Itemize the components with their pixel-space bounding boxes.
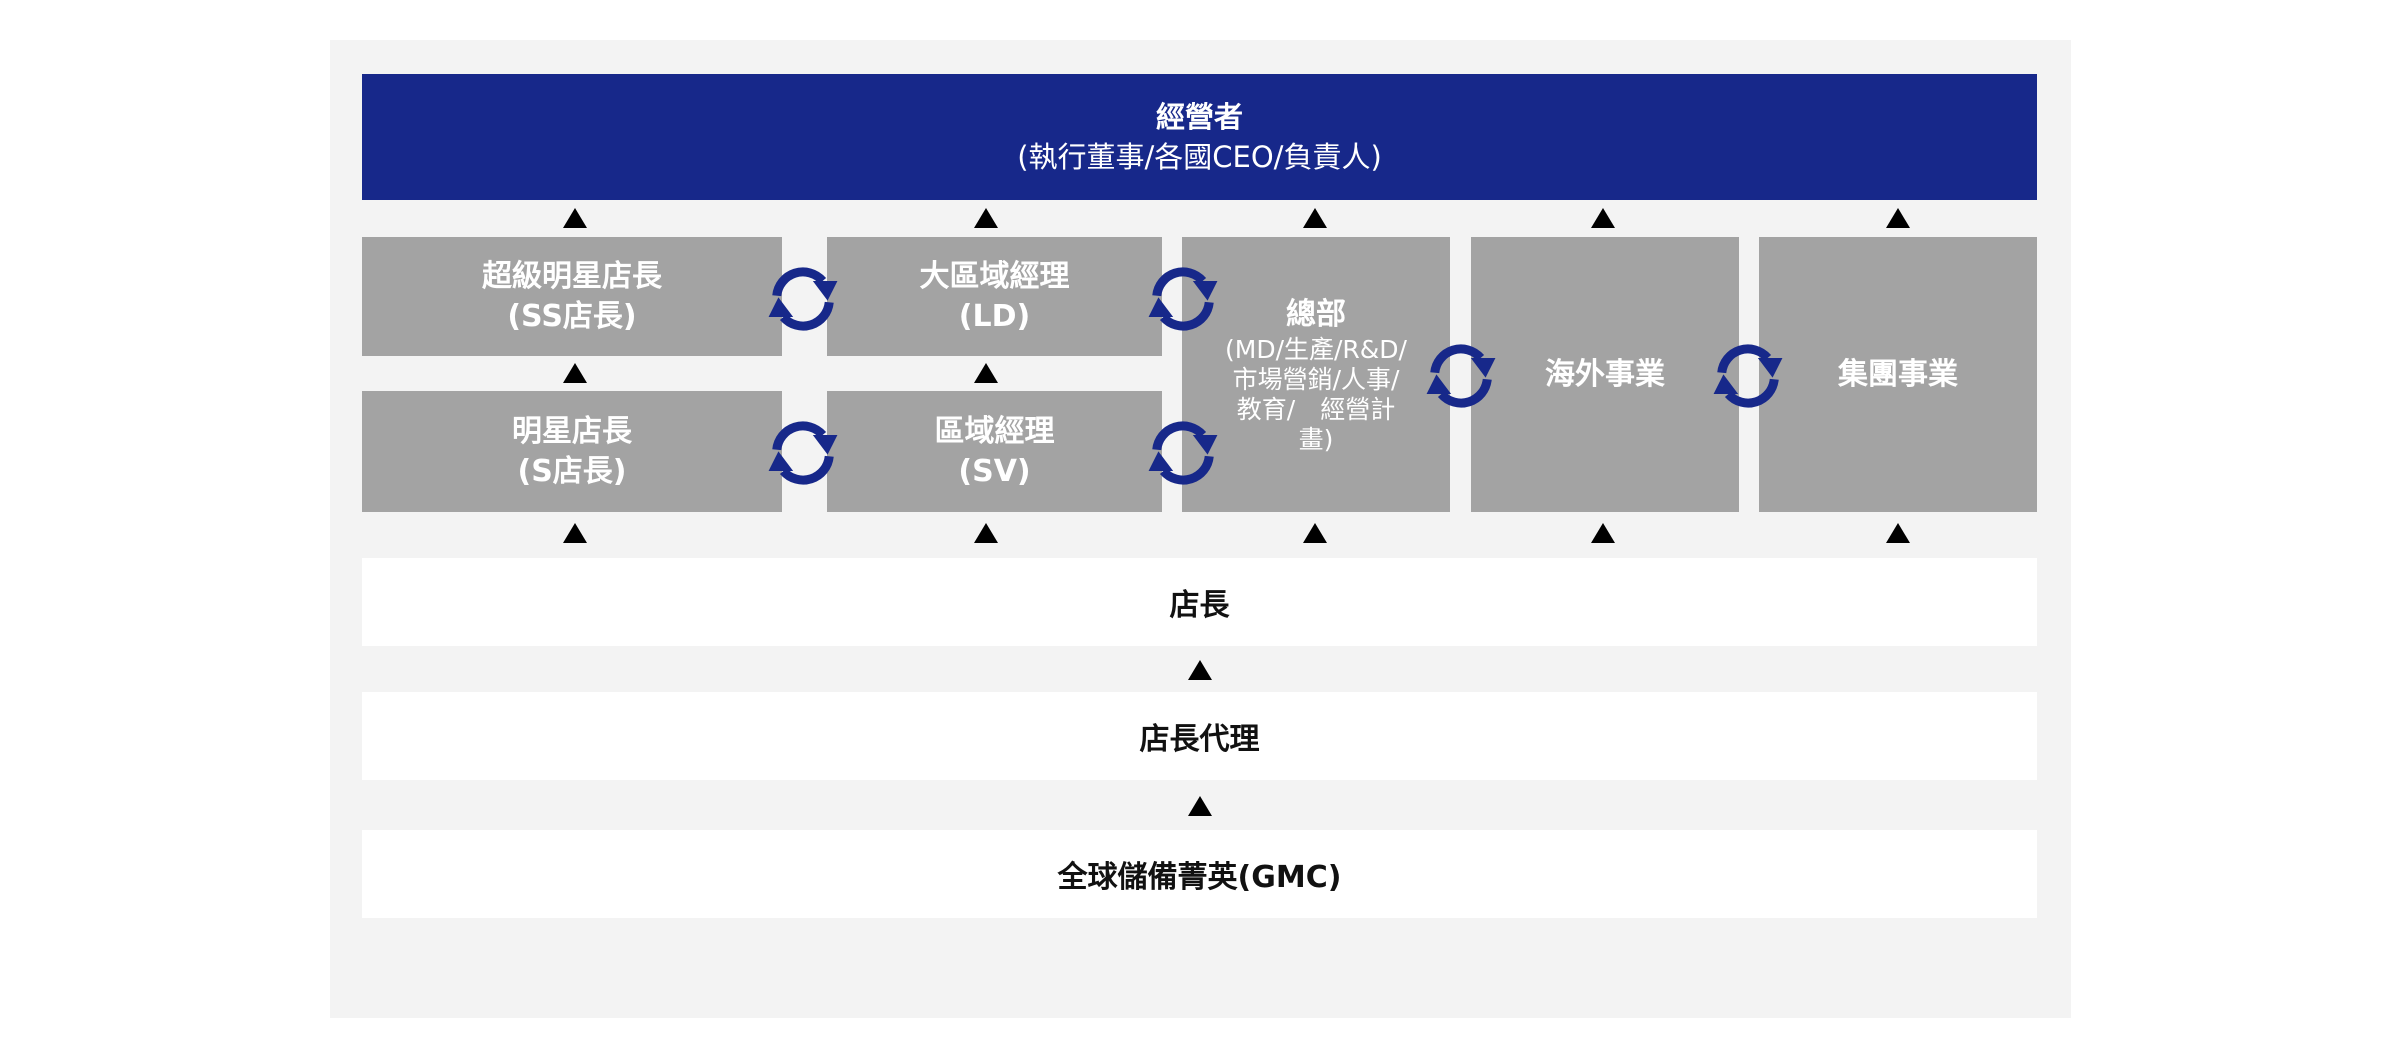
executive-box: 經營者 (執行董事/各國CEO/負責人) [362, 74, 2037, 200]
ld-code: (LD) [958, 298, 1031, 334]
star-manager-title: 明星店長 [512, 413, 632, 449]
arrow-up-icon [974, 523, 998, 543]
group-box: 集團事業 [1759, 237, 2037, 512]
hq-box: 總部 (MD/生產/R&D/ 市場營銷/人事/ 教育/ 經營計 畫) [1182, 237, 1450, 512]
ld-title: 大區域經理 [919, 258, 1070, 294]
ss-manager-box: 超級明星店長 (SS店長) [362, 237, 782, 356]
arrow-up-icon [1303, 208, 1327, 228]
overseas-label: 海外事業 [1545, 356, 1665, 392]
arrow-up-icon [1591, 208, 1615, 228]
sv-code: (SV) [958, 453, 1031, 489]
deputy-manager-label: 店長代理 [1139, 722, 1260, 757]
cycle-arrows-icon [1713, 344, 1783, 408]
ss-manager-title: 超級明星店長 [482, 258, 662, 294]
cycle-arrows-icon [1426, 344, 1496, 408]
store-manager-row: 店長 [362, 558, 2037, 646]
hq-detail-3: 教育/ 經營計 [1236, 394, 1396, 424]
sv-box: 區域經理 (SV) [827, 391, 1162, 512]
cycle-arrows-icon [768, 267, 838, 331]
executive-subtitle: (執行董事/各國CEO/負責人) [1017, 140, 1382, 174]
hq-detail-4: 畫) [1298, 424, 1334, 454]
arrow-up-icon [974, 208, 998, 228]
cycle-arrows-icon [768, 421, 838, 485]
arrow-up-icon [563, 363, 587, 383]
ss-manager-code: (SS店長) [507, 298, 637, 334]
arrow-up-icon [563, 523, 587, 543]
arrow-up-icon [1886, 523, 1910, 543]
arrow-up-icon [563, 208, 587, 228]
deputy-manager-row: 店長代理 [362, 692, 2037, 780]
arrow-up-icon [1188, 660, 1212, 680]
group-label: 集團事業 [1838, 356, 1958, 392]
store-manager-label: 店長 [1169, 588, 1230, 623]
hq-title: 總部 [1286, 296, 1346, 332]
cycle-arrows-icon [1148, 421, 1218, 485]
star-manager-box: 明星店長 (S店長) [362, 391, 782, 512]
arrow-up-icon [974, 363, 998, 383]
cycle-arrows-icon [1148, 267, 1218, 331]
gmc-row: 全球儲備菁英(GMC) [362, 830, 2037, 918]
executive-title: 經營者 [1155, 100, 1243, 134]
hq-detail-1: (MD/生產/R&D/ [1225, 334, 1407, 364]
sv-title: 區域經理 [934, 413, 1055, 449]
hq-detail-2: 市場營銷/人事/ [1232, 364, 1400, 394]
overseas-box: 海外事業 [1471, 237, 1739, 512]
ld-box: 大區域經理 (LD) [827, 237, 1162, 356]
arrow-up-icon [1591, 523, 1615, 543]
arrow-up-icon [1303, 523, 1327, 543]
gmc-label: 全球儲備菁英(GMC) [1057, 860, 1342, 895]
arrow-up-icon [1886, 208, 1910, 228]
star-manager-code: (S店長) [517, 453, 627, 489]
arrow-up-icon [1188, 796, 1212, 816]
